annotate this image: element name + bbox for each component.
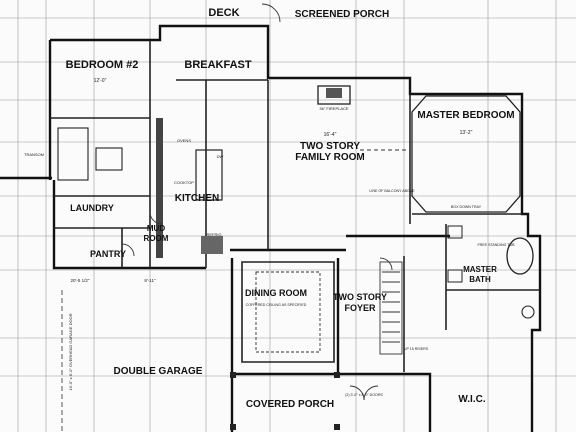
note-up: UP 15 RISERS	[404, 347, 429, 351]
room-label-dining-room: DINING ROOM	[245, 288, 307, 298]
refrig-hatch	[201, 236, 223, 254]
note-box-tray: BOX DOWN TRAY	[451, 205, 482, 209]
note-dim-20: 20'-5 1/2"	[71, 278, 90, 283]
note-cooktop: COOKTOP	[174, 180, 194, 185]
room-label-pantry: PANTRY	[90, 249, 126, 259]
note-fireplace: 36" FIREPLACE	[319, 106, 349, 111]
stairs-icon	[379, 261, 403, 355]
room-label-laundry: LAUNDRY	[70, 203, 114, 213]
room-label-deck: DECK	[208, 7, 239, 19]
interior-walls	[50, 40, 540, 372]
note-bedroom-dims: 12'-0"	[94, 78, 107, 84]
room-label-breakfast: BREAKFAST	[184, 59, 252, 71]
note-balcony: LINE OF BALCONY ABOVE	[369, 189, 415, 193]
kitchen-island	[195, 149, 223, 201]
room-label-two-story: TWO STORY	[300, 141, 360, 152]
note-family-dims: 16'-4"	[324, 132, 337, 138]
kitchen-wall-hatch	[156, 118, 163, 258]
room-label-foyer: FOYER	[344, 303, 376, 313]
note-ovens: OVENS	[177, 138, 191, 143]
note-dining: COFFERED CEILING AS SPECIFIED	[246, 303, 307, 307]
room-label-wic: W.I.C.	[458, 394, 485, 405]
sink-icon	[447, 225, 463, 239]
room-label-screened-porch: SCREENED PORCH	[295, 9, 389, 20]
note-tub: FREE STANDING TUB	[477, 243, 515, 247]
room-label-kitchen: KITCHEN	[175, 193, 219, 204]
sink-icon	[95, 147, 123, 171]
room-label-two-story-2: TWO STORY	[333, 292, 387, 302]
note-dim-8: 8'-11"	[144, 278, 156, 283]
fireplace-firebox	[326, 88, 342, 98]
room-label-double-garage: DOUBLE GARAGE	[114, 366, 203, 377]
toilet-icon	[521, 305, 535, 319]
room-label-master: MASTER	[463, 265, 497, 274]
master-tray-ceiling	[411, 95, 521, 213]
fireplace-icon	[317, 85, 351, 105]
room-label-bedroom2: BEDROOM #2	[66, 59, 139, 71]
washer-dryer-icon	[57, 127, 89, 181]
note-transom: TRANSOM	[24, 152, 44, 157]
room-label-room: ROOM	[144, 234, 169, 243]
room-label-family-room: FAMILY ROOM	[295, 152, 364, 163]
exterior-walls	[0, 24, 542, 432]
room-label-mud: MUD	[147, 224, 165, 233]
porch-columns	[230, 372, 340, 430]
note-garage-door: 16'-0" x 8'-0" OVERHEAD GARAGE DOOR	[68, 313, 73, 390]
note-dw: DW	[217, 154, 224, 159]
room-label-master-bedroom: MASTER BEDROOM	[417, 110, 514, 121]
room-label-covered-porch: COVERED PORCH	[246, 399, 334, 410]
note-doors: (2) 3'-0" x 8'-0" DOORS	[345, 393, 383, 397]
door-swings	[121, 3, 393, 401]
note-master-dims: 13'-2"	[460, 130, 473, 136]
tub-icon	[506, 237, 534, 275]
note-refrig: REFRIG	[206, 232, 221, 237]
room-label-bath: BATH	[469, 275, 491, 284]
sink-icon	[447, 269, 463, 283]
dining-coffer	[255, 271, 321, 353]
